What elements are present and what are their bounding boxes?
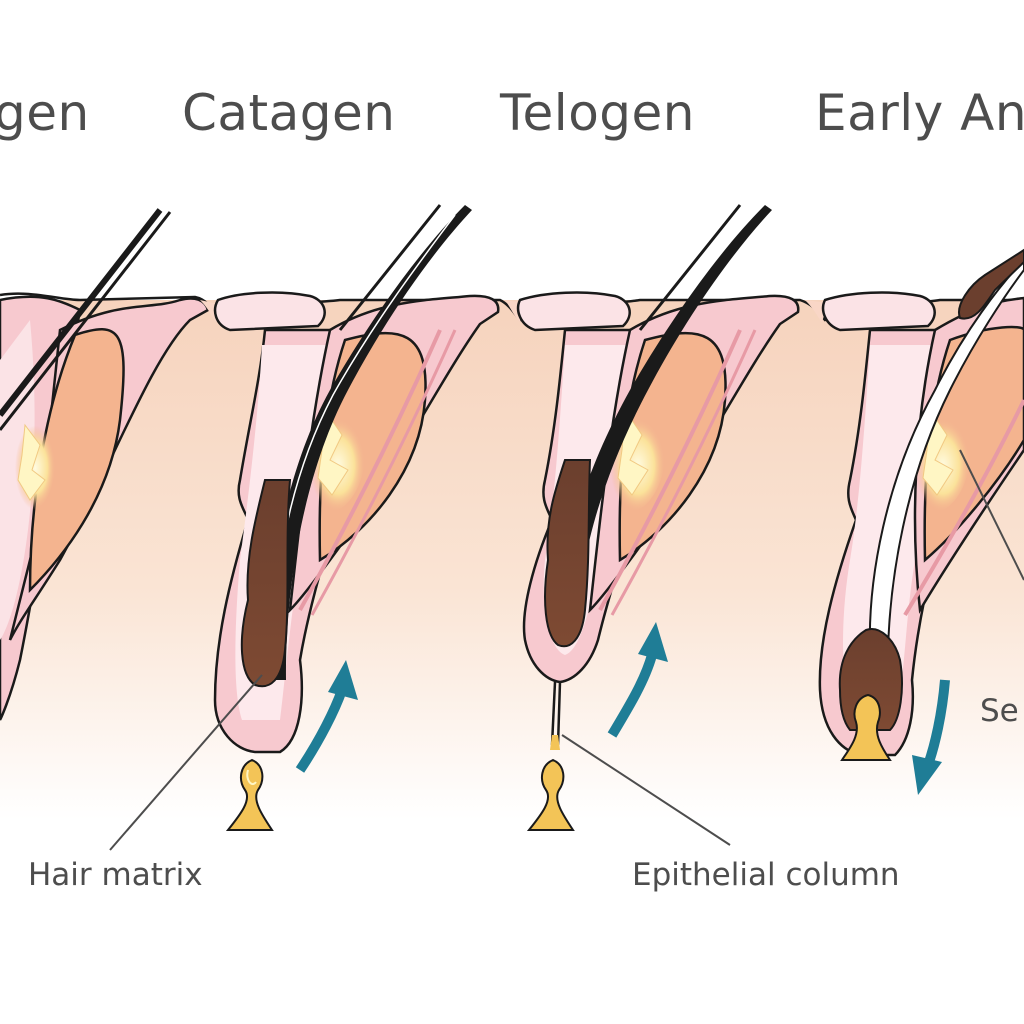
label-epithelial-column: Epithelial column [632, 857, 900, 893]
follicle-early-anagen [818, 248, 1024, 795]
arrow-up-icon-telogen [607, 653, 657, 738]
club-hair-bulb [544, 459, 592, 648]
label-partial-right: Se [980, 693, 1019, 729]
title-catagen: Catagen [182, 84, 396, 142]
follicle-telogen [516, 204, 800, 846]
sebaceous-leader [959, 449, 1024, 581]
dermal-papilla-early-anagen [840, 693, 892, 761]
hair-matrix-bulb [240, 479, 292, 688]
dermal-papilla-telogen [526, 758, 575, 831]
title-early-anagen: Early An [815, 84, 1024, 142]
label-hair-matrix: Hair matrix [28, 857, 203, 893]
dermal-papilla [225, 758, 274, 831]
title-telogen: Telogen [500, 84, 695, 142]
arrow-up-icon [295, 688, 347, 773]
follicle-catagen [109, 204, 500, 851]
follicle-anagen [0, 208, 210, 721]
arrow-up-head [328, 660, 358, 700]
epithelial-column-strand [550, 681, 557, 746]
new-hair-bulb [838, 628, 903, 731]
hair-matrix-leader [109, 674, 263, 851]
epithelial-column-leader [561, 734, 731, 846]
title-anagen: gen [0, 84, 90, 142]
arrow-down-icon [923, 679, 950, 767]
